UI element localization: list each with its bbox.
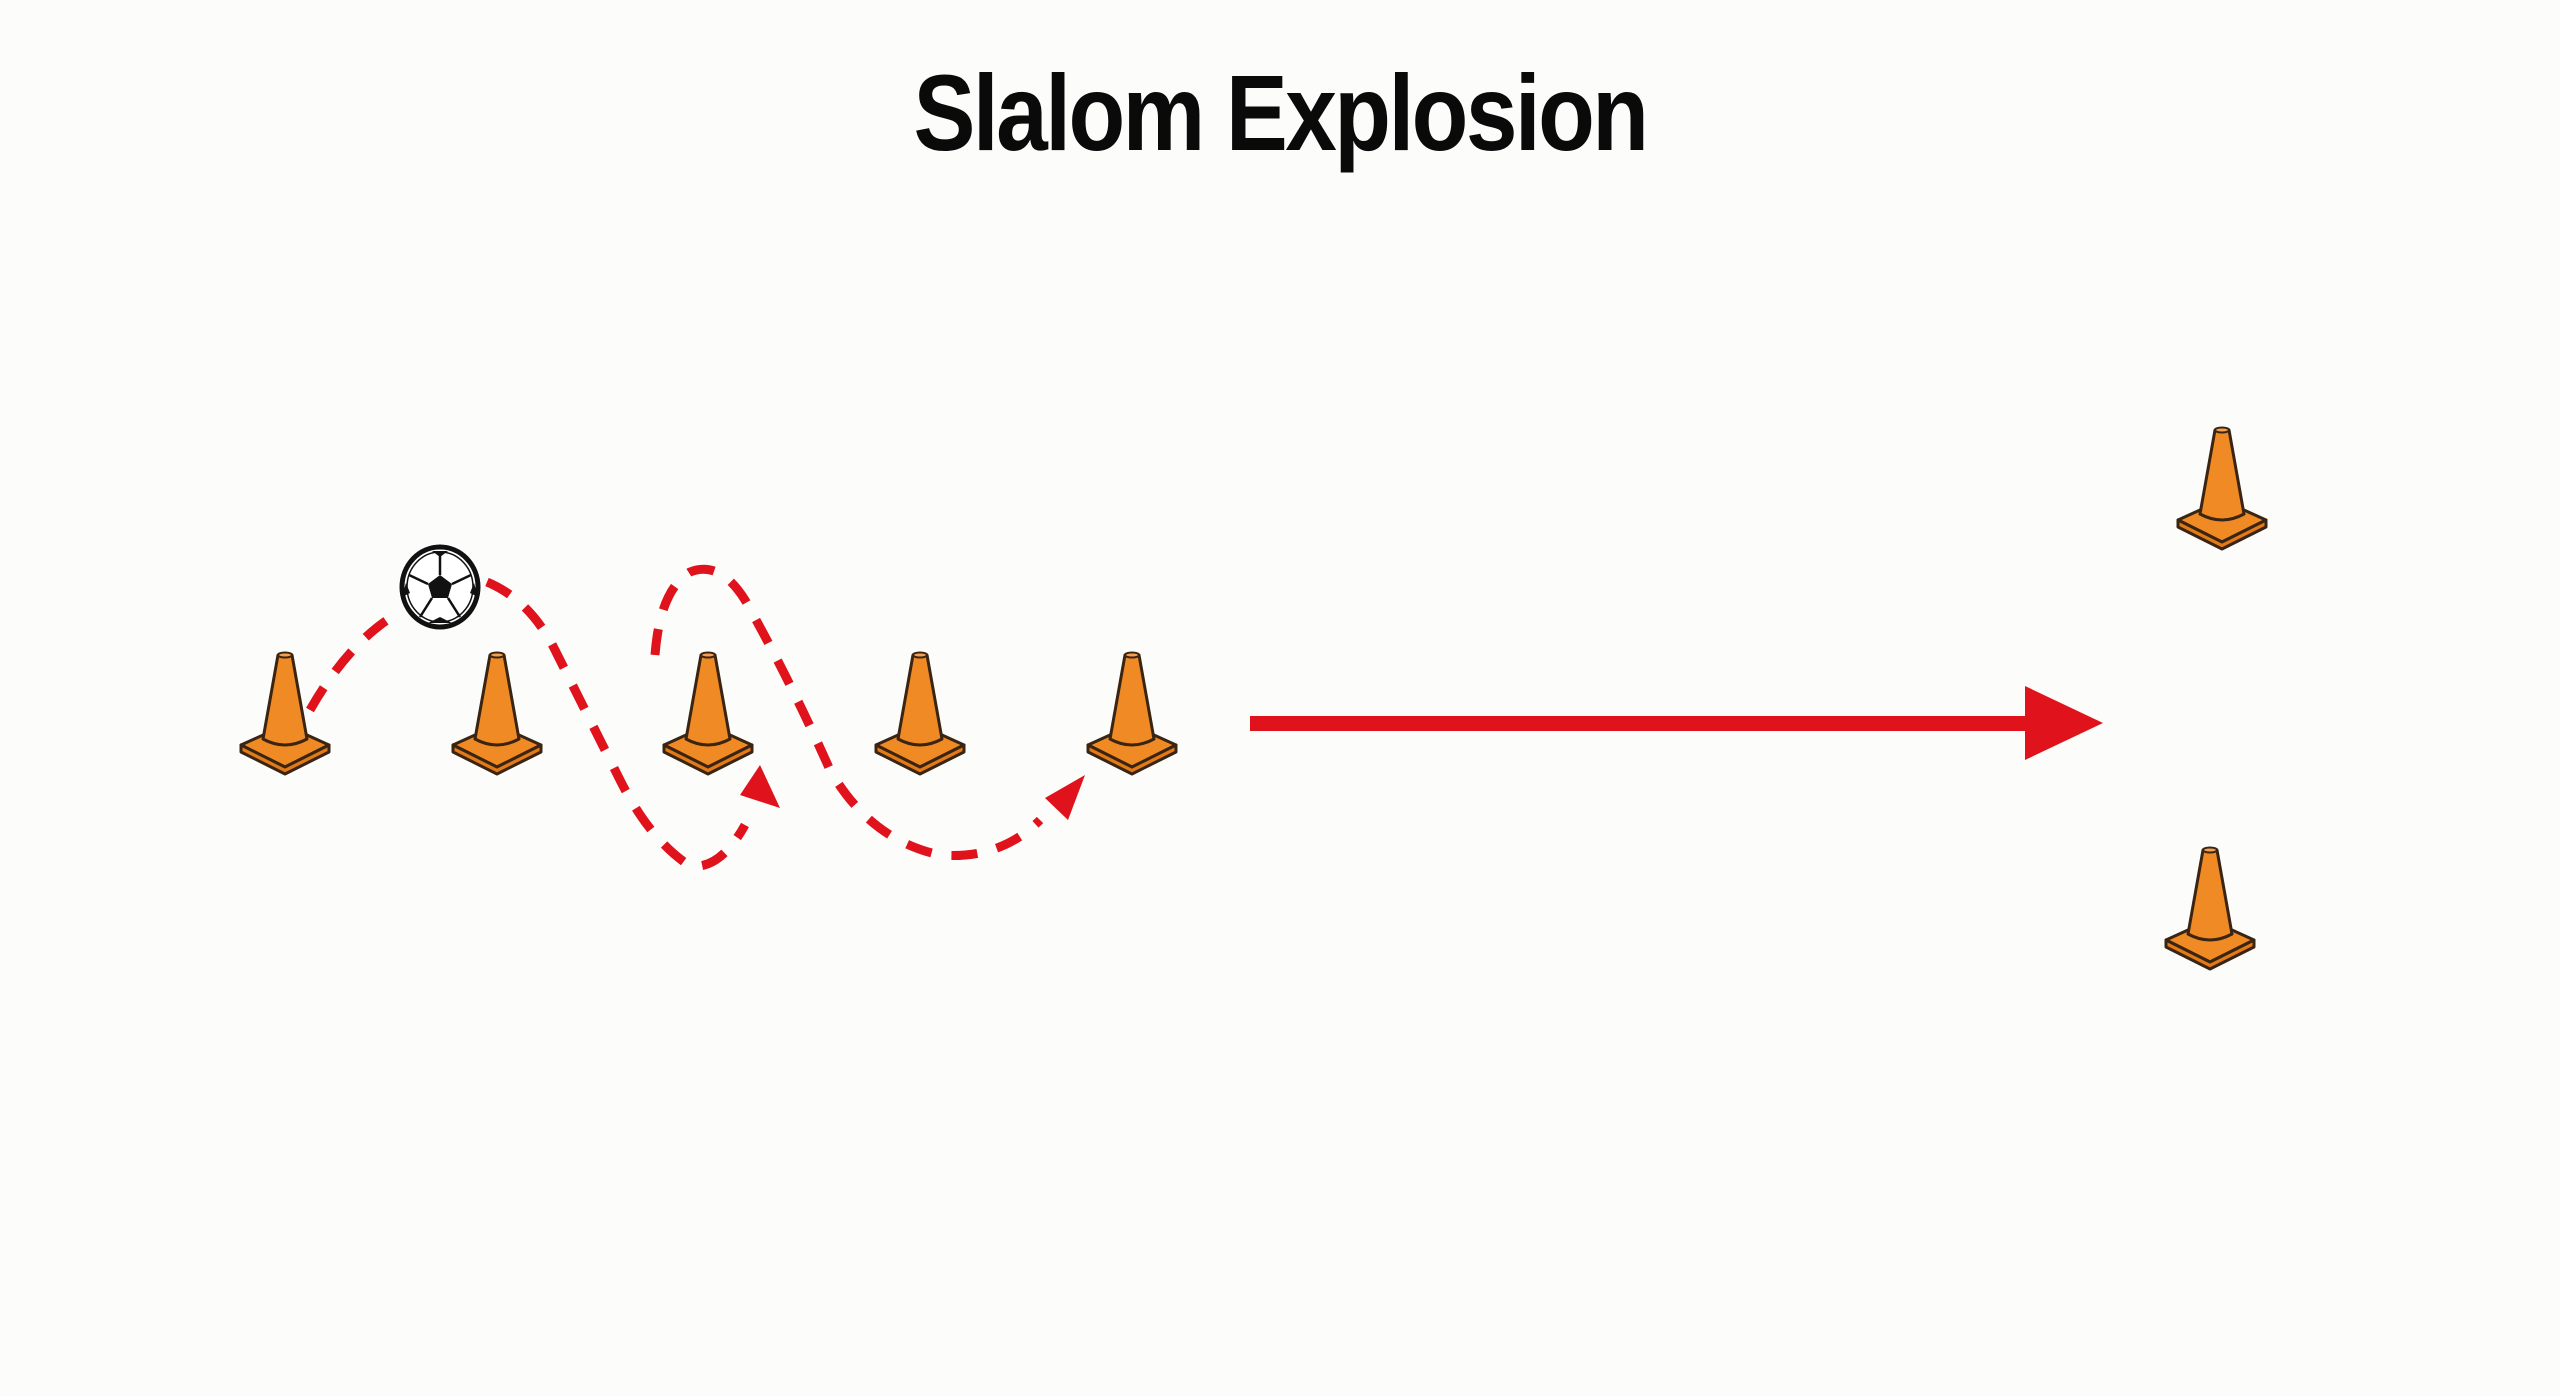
cone-icon — [2164, 846, 2256, 971]
cone-icon — [239, 651, 331, 776]
finish-cones — [2164, 426, 2268, 971]
dribble-path — [306, 564, 1044, 871]
cone-icon — [2176, 426, 2268, 551]
cone-icon — [1086, 651, 1178, 776]
soccer-ball-icon — [399, 544, 481, 630]
path-arrowhead-1 — [740, 765, 780, 808]
sprint-arrow — [1250, 686, 2103, 760]
slalom-cones — [239, 651, 1178, 776]
cone-icon — [874, 651, 966, 776]
path-arrowhead-2 — [1045, 775, 1085, 820]
cone-icon — [451, 651, 543, 776]
cone-icon — [662, 651, 754, 776]
diagram-title: Slalom Explosion — [913, 52, 1649, 173]
